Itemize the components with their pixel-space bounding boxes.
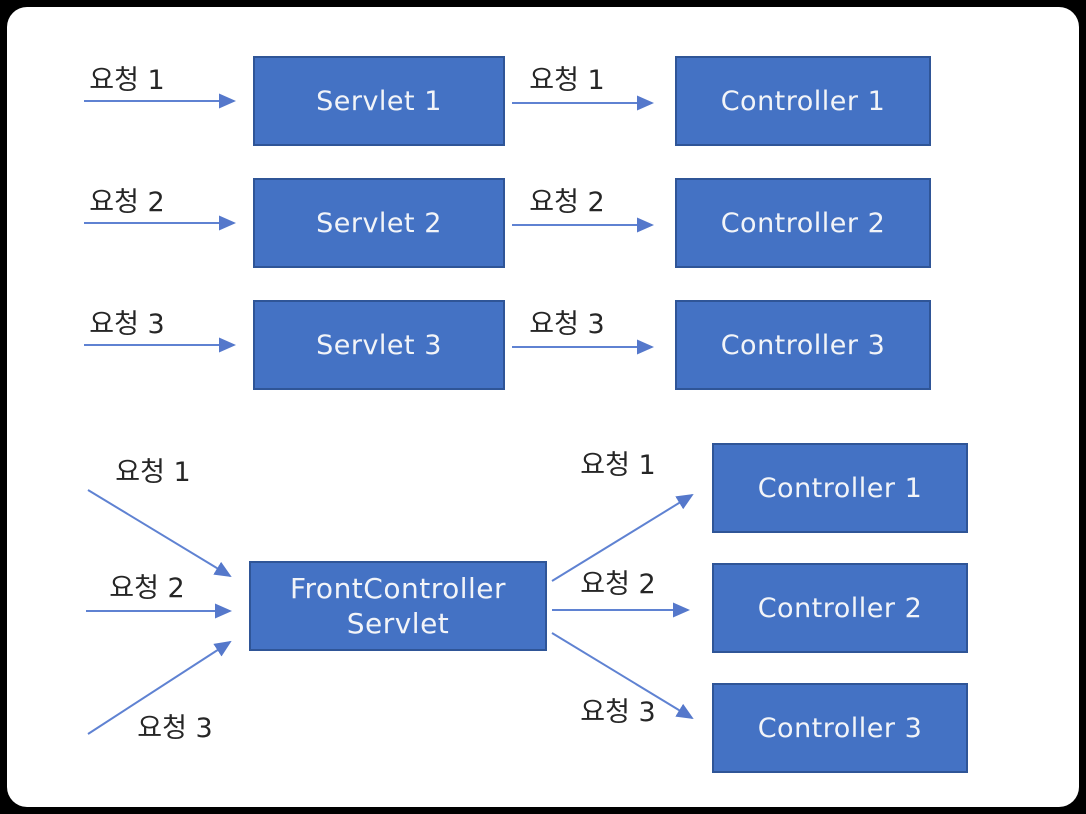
incoming-request-3-label: 요청 3: [137, 713, 213, 744]
front-controller-label-line1: FrontController: [289, 572, 507, 605]
top-row-1-request-in-label: 요청 1: [89, 65, 165, 96]
bottom-controller-2-box: Controller 2: [712, 563, 968, 653]
servlet-1-label: Servlet 1: [316, 85, 442, 117]
top-row-3-request-out-label: 요청 3: [529, 309, 605, 340]
bottom-controller-3-label: Controller 3: [757, 712, 923, 744]
top-row-1-request-out-label: 요청 1: [529, 65, 605, 96]
top-row-3-request-in-label: 요청 3: [89, 309, 165, 340]
front-controller-servlet-box: FrontController Servlet: [249, 561, 547, 651]
outgoing-request-1-label: 요청 1: [580, 450, 656, 481]
top-row-2-request-in-label: 요청 2: [89, 187, 165, 218]
incoming-request-1-label: 요청 1: [115, 457, 191, 488]
servlet-3-label: Servlet 3: [316, 329, 442, 361]
bottom-controller-1-box: Controller 1: [712, 443, 968, 533]
servlet-2-label: Servlet 2: [316, 207, 442, 239]
controller-1-label: Controller 1: [720, 85, 886, 117]
controller-3-label: Controller 3: [720, 329, 886, 361]
servlet-1-box: Servlet 1: [253, 56, 505, 146]
top-row-2-request-out-label: 요청 2: [529, 187, 605, 218]
controller-2-box: Controller 2: [675, 178, 931, 268]
front-controller-label-line2: Servlet: [346, 607, 450, 640]
bottom-controller-3-box: Controller 3: [712, 683, 968, 773]
controller-3-box: Controller 3: [675, 300, 931, 390]
servlet-3-box: Servlet 3: [253, 300, 505, 390]
incoming-request-2-label: 요청 2: [109, 573, 185, 604]
bottom-controller-1-label: Controller 1: [757, 472, 923, 504]
servlet-2-box: Servlet 2: [253, 178, 505, 268]
bottom-controller-2-label: Controller 2: [757, 592, 923, 624]
controller-1-box: Controller 1: [675, 56, 931, 146]
controller-2-label: Controller 2: [720, 207, 886, 239]
outgoing-request-3-label: 요청 3: [580, 697, 656, 728]
outgoing-request-2-label: 요청 2: [580, 569, 656, 600]
